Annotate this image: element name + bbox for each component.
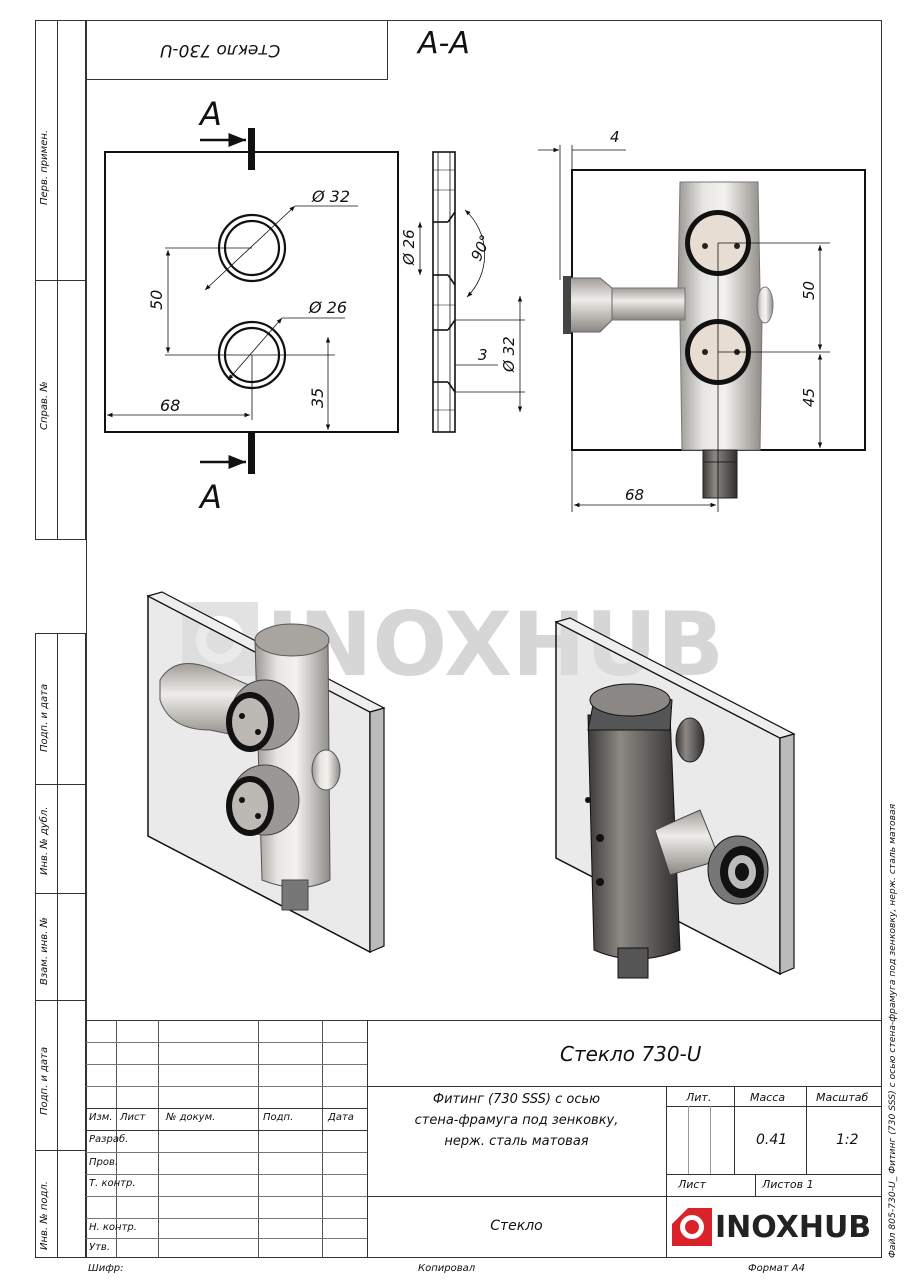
tb-v3 — [258, 1020, 259, 1258]
dim-50-right: 50 — [800, 281, 818, 300]
tb-h10 — [86, 1238, 367, 1239]
top-stamp-box — [86, 20, 388, 80]
tb-r-h4 — [666, 1174, 882, 1175]
left-strip-hline — [35, 280, 86, 281]
tb-v2 — [158, 1020, 159, 1258]
section-view — [432, 151, 456, 433]
tb-r-v1 — [666, 1086, 667, 1258]
tb-massa: Масса — [750, 1091, 786, 1104]
tb-h6 — [86, 1152, 367, 1153]
dim-90-side: 90° — [467, 232, 495, 264]
dim-d32-front: Ø 32 — [311, 187, 350, 206]
left-strip-bottom — [35, 633, 86, 1258]
brand-logo: INOXHUB — [672, 1205, 877, 1249]
tb-listov: Листов 1 — [762, 1178, 814, 1191]
tb-list: Лист — [678, 1178, 706, 1191]
tb-lit-sub1 — [688, 1106, 689, 1174]
left-strip-divider-2 — [57, 633, 58, 1258]
iso-view-right — [554, 617, 796, 979]
dim-68-front: 68 — [160, 396, 180, 415]
footer-shifr: Шифр: — [88, 1263, 124, 1274]
side-file-note: Файл 805-730-U_ Фитинг (730 SSS) с осью … — [887, 803, 898, 1258]
dim-68-right: 68 — [625, 486, 644, 504]
tb-lit-sub2 — [710, 1106, 711, 1174]
tb-h3 — [86, 1086, 367, 1087]
hline-b — [35, 893, 86, 894]
hline-a — [35, 784, 86, 785]
dim-3-side: 3 — [478, 346, 488, 364]
dim-35-front: 35 — [308, 388, 327, 408]
dim-45-right: 45 — [800, 388, 818, 407]
tb-utv: Утв. — [89, 1242, 110, 1253]
tb-col-izm: Изм. — [89, 1112, 113, 1123]
tb-material: Стекло — [490, 1218, 543, 1234]
tb-n-kontr: Н. контр. — [89, 1222, 137, 1233]
tb-masshtab: Масштаб — [816, 1091, 869, 1104]
tb-designation: Стекло 730-U — [560, 1042, 702, 1066]
brand-logo-text: INOXHUB — [715, 1209, 872, 1245]
front-view — [104, 128, 399, 474]
tb-h9 — [86, 1218, 367, 1219]
tb-col-podp: Подп. — [263, 1112, 294, 1123]
dim-d26-side: Ø 26 — [400, 229, 418, 266]
sheet-frame — [86, 20, 882, 1258]
tb-h4 — [86, 1108, 367, 1109]
section-label: A-A — [418, 26, 470, 61]
tb-v1 — [116, 1020, 117, 1258]
tb-h2 — [86, 1064, 367, 1065]
tb-r-v2 — [734, 1086, 735, 1174]
tb-r-v4 — [755, 1174, 756, 1196]
hline-c — [35, 1000, 86, 1001]
tb-massa-value: 0.41 — [756, 1132, 788, 1148]
tb-masshtab-value: 1:2 — [836, 1132, 859, 1148]
tb-name-line3: нерж. сталь матовая — [444, 1134, 589, 1149]
tb-prov: Пров. — [89, 1157, 119, 1168]
tb-r-v3 — [806, 1086, 807, 1174]
tb-t-kontr: Т. контр. — [89, 1178, 136, 1189]
tb-lit: Лит. — [686, 1091, 712, 1104]
tb-name-line1: Фитинг (730 SSS) с осью — [432, 1092, 601, 1107]
footer-format: Формат А4 — [748, 1263, 805, 1274]
tb-name-line2: стена-фрамуга под зенковку, — [414, 1113, 619, 1128]
tb-r-h1 — [367, 1086, 882, 1087]
tb-razrab: Разраб. — [89, 1134, 129, 1145]
tb-col-list: Лист — [120, 1112, 146, 1123]
footer-kopiroval: Копировал — [418, 1263, 476, 1274]
dim-4-right: 4 — [610, 128, 620, 146]
hline-d — [35, 1150, 86, 1151]
dim-d32-side: Ø 32 — [500, 336, 518, 373]
dim-50-front: 50 — [147, 290, 166, 310]
title-block — [86, 1020, 882, 1258]
brand-logo-icon — [672, 1208, 712, 1246]
iso-view-left — [146, 591, 386, 954]
cut-letter-top: A — [198, 95, 222, 133]
tb-col-data: Дата — [328, 1112, 354, 1123]
dim-d26-front: Ø 26 — [308, 298, 347, 317]
tb-h8 — [86, 1196, 367, 1197]
right-view — [538, 145, 866, 512]
cut-letter-bottom: A — [198, 478, 222, 516]
tb-v5 — [367, 1020, 368, 1258]
tb-h7 — [86, 1174, 367, 1175]
tb-r-h2 — [367, 1196, 882, 1197]
tb-v4 — [322, 1020, 323, 1258]
tb-h1 — [86, 1042, 367, 1043]
tb-r-h3 — [666, 1106, 882, 1107]
tb-h5 — [86, 1130, 367, 1131]
tb-col-dokum: № докум. — [166, 1112, 216, 1123]
